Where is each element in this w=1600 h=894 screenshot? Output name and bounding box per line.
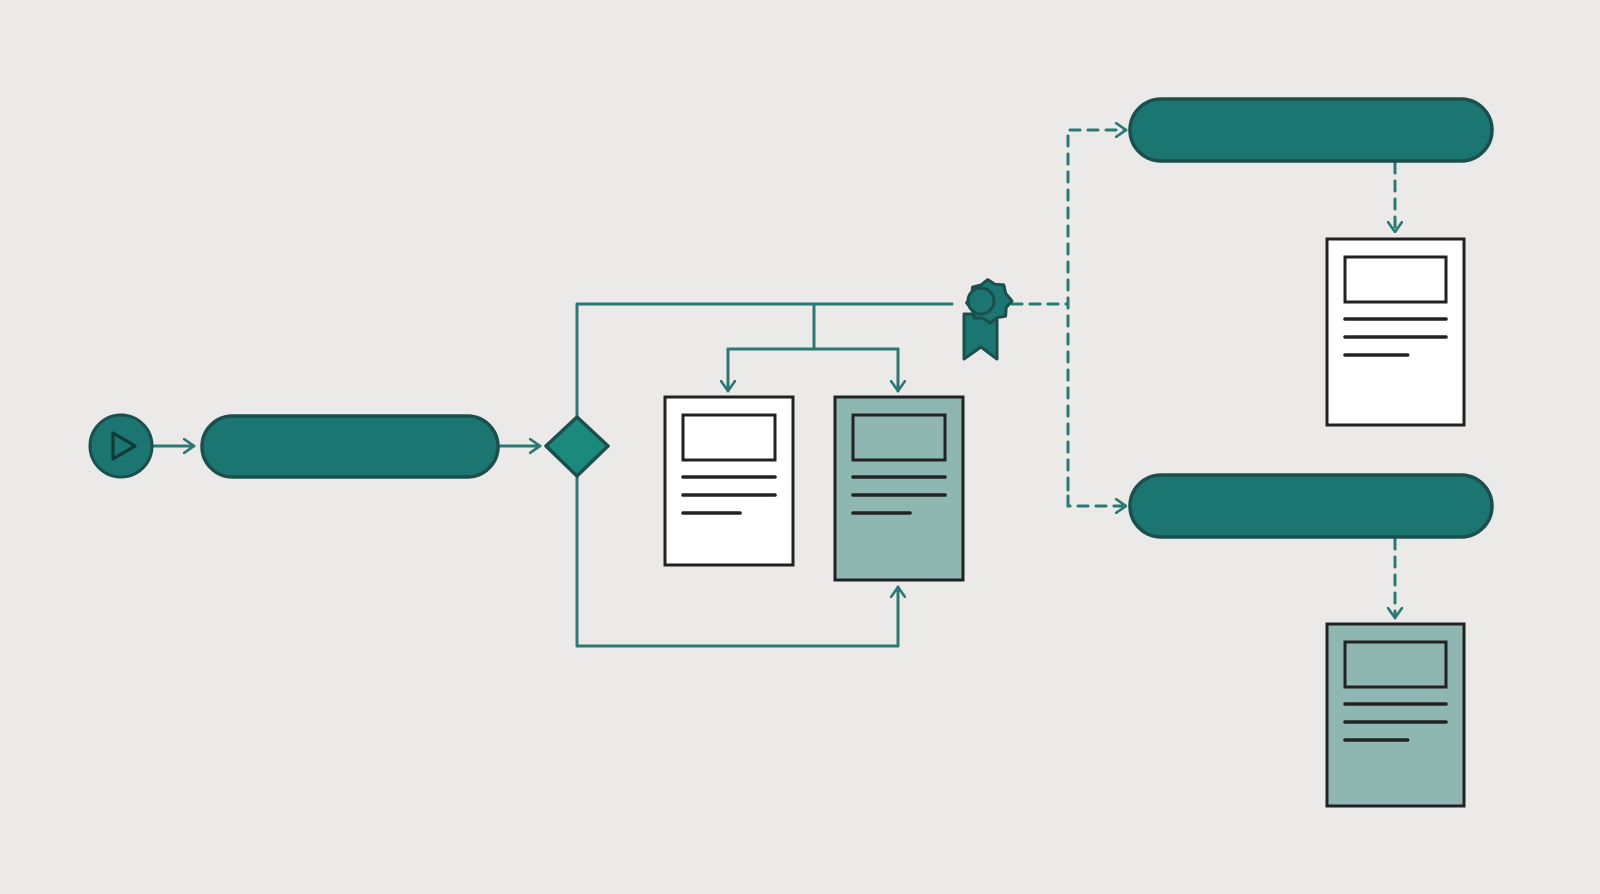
play-icon — [111, 431, 137, 461]
decision-gateway[interactable] — [544, 415, 610, 478]
process-step-branch-top[interactable] — [1128, 97, 1494, 163]
documents-group — [663, 237, 1466, 808]
document-image-placeholder — [1343, 640, 1448, 689]
process-step-pill — [1128, 97, 1494, 163]
award-badge-inner-circle — [966, 286, 996, 316]
document-image-placeholder — [1343, 255, 1448, 304]
start-node[interactable] — [88, 413, 154, 479]
start-circle — [88, 413, 154, 479]
process-step-pill — [1128, 473, 1494, 539]
document-output-a[interactable] — [1325, 237, 1466, 427]
document-image-placeholder — [681, 413, 777, 462]
approval-badge[interactable] — [962, 278, 1014, 361]
document-revised[interactable] — [833, 395, 965, 582]
process-step-initial[interactable] — [200, 414, 500, 479]
document-draft[interactable] — [663, 395, 795, 567]
diamond-gateway-icon — [544, 415, 610, 478]
document-image-placeholder — [851, 413, 947, 462]
connector-branch-top — [1066, 130, 1128, 508]
document-output-b[interactable] — [1325, 622, 1466, 808]
connector-branch-bottom — [1066, 478, 1128, 506]
process-step-branch-bottom[interactable] — [1128, 473, 1494, 539]
connector-decision-up — [575, 302, 954, 420]
connector-decision-loop — [575, 472, 898, 648]
process-step-pill — [200, 414, 500, 479]
